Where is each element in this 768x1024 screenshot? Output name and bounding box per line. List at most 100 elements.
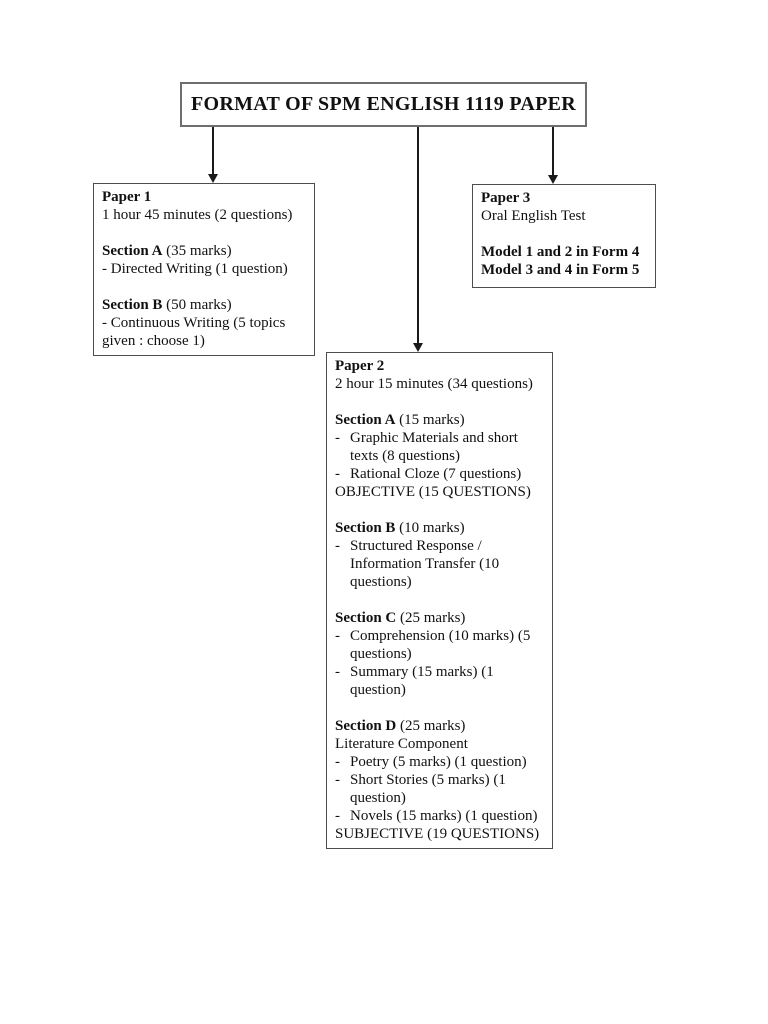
text-segment: - Directed Writing (1 question) xyxy=(102,261,288,277)
list-bullet: - xyxy=(335,466,340,482)
text-line: -Summary (15 marks) (1 xyxy=(335,663,544,681)
text-line xyxy=(102,278,306,296)
text-segment: OBJECTIVE (15 QUESTIONS) xyxy=(335,484,531,500)
text-line: Oral English Test xyxy=(481,207,647,225)
text-segment: SUBJECTIVE (19 QUESTIONS) xyxy=(335,826,540,842)
text-segment: Summary (15 marks) (1 xyxy=(350,664,494,680)
connector-title-to-paper1 xyxy=(207,127,218,183)
text-line: SUBJECTIVE (19 QUESTIONS) xyxy=(335,825,544,843)
title-box: FORMAT OF SPM ENGLISH 1119 PAPER xyxy=(180,82,587,127)
list-bullet: - xyxy=(335,664,340,680)
text-line: Paper 2 xyxy=(335,357,544,375)
text-segment: 1 hour 45 minutes (2 questions) xyxy=(102,207,293,223)
text-segment: Paper 3 xyxy=(481,190,531,206)
text-segment: Structured Response / xyxy=(350,538,482,554)
text-segment: Section A xyxy=(102,243,163,259)
text-line xyxy=(335,501,544,519)
list-bullet: - xyxy=(335,430,340,446)
text-line: Model 3 and 4 in Form 5 xyxy=(481,261,647,279)
text-segment: Section B xyxy=(102,297,163,313)
text-segment: texts (8 questions) xyxy=(350,448,460,464)
connector-line xyxy=(552,127,554,178)
text-line: texts (8 questions) xyxy=(335,447,544,465)
text-segment: Section C xyxy=(335,610,397,626)
text-line: -Graphic Materials and short xyxy=(335,429,544,447)
text-segment: Model 1 and 2 in Form 4 xyxy=(481,244,640,260)
text-line: Section B (50 marks) xyxy=(102,296,306,314)
text-segment: Model 3 and 4 in Form 5 xyxy=(481,262,640,278)
list-bullet: - xyxy=(335,772,340,788)
text-segment: Novels (15 marks) (1 question) xyxy=(350,808,538,824)
text-line: Paper 1 xyxy=(102,188,306,206)
list-bullet: - xyxy=(335,628,340,644)
text-line: 2 hour 15 minutes (34 questions) xyxy=(335,375,544,393)
text-line xyxy=(335,591,544,609)
text-segment: (25 marks) xyxy=(396,718,466,734)
text-line xyxy=(335,699,544,717)
connector-title-to-paper3 xyxy=(547,127,558,184)
arrow-down-icon xyxy=(207,174,218,183)
arrow-down-icon xyxy=(547,175,558,184)
text-segment: Comprehension (10 marks) (5 xyxy=(350,628,531,644)
text-line: 1 hour 45 minutes (2 questions) xyxy=(102,206,306,224)
text-segment: Paper 1 xyxy=(102,189,152,205)
text-segment: 2 hour 15 minutes (34 questions) xyxy=(335,376,533,392)
text-line: -Novels (15 marks) (1 question) xyxy=(335,807,544,825)
text-line: -Comprehension (10 marks) (5 xyxy=(335,627,544,645)
text-line: Model 1 and 2 in Form 4 xyxy=(481,243,647,261)
text-segment: (15 marks) xyxy=(395,412,465,428)
text-line: questions) xyxy=(335,573,544,591)
text-segment: Section B xyxy=(335,520,396,536)
text-line: -Rational Cloze (7 questions) xyxy=(335,465,544,483)
text-line: Section A (15 marks) xyxy=(335,411,544,429)
text-line: -Structured Response / xyxy=(335,537,544,555)
connector-title-to-paper2 xyxy=(412,127,423,352)
text-line: -Short Stories (5 marks) (1 xyxy=(335,771,544,789)
text-segment: Section A xyxy=(335,412,396,428)
text-line: given : choose 1) xyxy=(102,332,306,350)
text-segment: questions) xyxy=(350,574,412,590)
paper1-box: Paper 1 1 hour 45 minutes (2 questions) S… xyxy=(93,183,315,356)
list-bullet: - xyxy=(335,538,340,554)
list-bullet: - xyxy=(335,754,340,770)
text-segment: Rational Cloze (7 questions) xyxy=(350,466,522,482)
text-line: Literature Component xyxy=(335,735,544,753)
text-line: question) xyxy=(335,681,544,699)
connector-line xyxy=(212,127,214,177)
text-line: Paper 3 xyxy=(481,189,647,207)
text-segment: Short Stories (5 marks) (1 xyxy=(350,772,506,788)
text-line: - Continuous Writing (5 topics xyxy=(102,314,306,332)
connector-line xyxy=(417,127,419,346)
text-line: - Directed Writing (1 question) xyxy=(102,260,306,278)
text-line: Section A (35 marks) xyxy=(102,242,306,260)
text-segment: Literature Component xyxy=(335,736,468,752)
text-line: question) xyxy=(335,789,544,807)
paper3-box: Paper 3 Oral English Test Model 1 and 2 i… xyxy=(472,184,656,288)
text-line: -Poetry (5 marks) (1 question) xyxy=(335,753,544,771)
text-segment: (50 marks) xyxy=(162,297,232,313)
text-line: questions) xyxy=(335,645,544,663)
diagram-title: FORMAT OF SPM ENGLISH 1119 PAPER xyxy=(191,93,576,115)
text-line: Section C (25 marks) xyxy=(335,609,544,627)
list-bullet: - xyxy=(335,808,340,824)
text-line xyxy=(335,393,544,411)
text-segment: questions) xyxy=(350,646,412,662)
text-segment: (25 marks) xyxy=(396,610,466,626)
text-segment: Information Transfer (10 xyxy=(350,556,500,572)
text-segment: - Continuous Writing (5 topics xyxy=(102,315,286,331)
text-segment: (35 marks) xyxy=(162,243,232,259)
text-segment: question) xyxy=(350,790,406,806)
text-line: Information Transfer (10 xyxy=(335,555,544,573)
text-line: Section D (25 marks) xyxy=(335,717,544,735)
text-segment: Oral English Test xyxy=(481,208,586,224)
text-segment: Paper 2 xyxy=(335,358,385,374)
text-line xyxy=(102,224,306,242)
text-segment: Section D xyxy=(335,718,397,734)
text-segment: given : choose 1) xyxy=(102,333,205,349)
text-segment: Poetry (5 marks) (1 question) xyxy=(350,754,527,770)
text-line xyxy=(481,225,647,243)
text-line: OBJECTIVE (15 QUESTIONS) xyxy=(335,483,544,501)
text-segment: (10 marks) xyxy=(395,520,465,536)
